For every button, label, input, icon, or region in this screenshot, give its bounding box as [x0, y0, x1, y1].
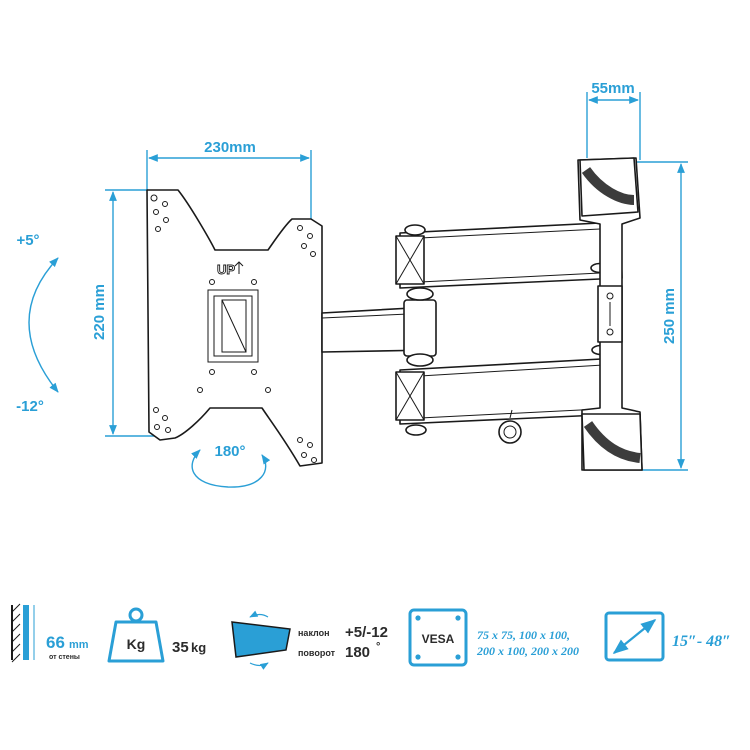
wall-distance-icon [11, 603, 35, 663]
spec-vesa: VESA 75 x 75, 100 x 100, 200 x 100, 200 … [408, 608, 579, 667]
tilt-up-label: +5° [16, 232, 39, 249]
vesa-line-2: 200 x 100, 200 x 200 [476, 644, 579, 658]
swivel-value: 180 [345, 644, 370, 661]
wall-depth-label: 55mm [591, 80, 634, 97]
rotation-indicator: 180° [190, 443, 271, 488]
spec-weight: Kg 35 kg [107, 607, 206, 663]
weight-unit: kg [191, 640, 206, 655]
swing-arm [321, 221, 623, 444]
tilt-value: +5/-12 [345, 624, 388, 641]
swivel-caption: поворот [298, 648, 336, 658]
plate-up-label: UP [217, 262, 235, 277]
wall-bracket [577, 157, 643, 471]
tilt-indicator: +5° -12° [16, 232, 59, 415]
spec-wall-distance: 66 mm от стены [11, 603, 89, 663]
wall-height-label: 250 mm [661, 288, 678, 344]
wall-distance-unit: mm [69, 639, 89, 651]
vesa-icon: VESA [408, 608, 468, 667]
tv-plate: UP [146, 189, 323, 467]
diagonal-icon [604, 611, 665, 662]
screen-size-value: 15″- 48″ [672, 633, 731, 650]
wall-height-dimension: 250 mm [636, 161, 688, 471]
weight-value: 35 [172, 639, 189, 656]
plate-width-label: 230mm [204, 139, 256, 156]
screen-tilt-icon [231, 610, 291, 670]
plate-width-dimension: 230mm [146, 139, 312, 225]
wall-depth-dimension: 55mm [586, 80, 641, 160]
tilt-caption: наклон [298, 628, 330, 638]
weight-icon: Kg [107, 607, 165, 663]
spec-screen-size: 15″- 48″ [604, 611, 731, 662]
plate-height-label: 220 mm [91, 284, 108, 340]
vesa-line-1: 75 x 75, 100 x 100, [477, 628, 570, 642]
swivel-unit: ° [376, 641, 380, 653]
wall-distance-value: 66 [46, 633, 65, 652]
tilt-down-label: -12° [16, 398, 44, 415]
rotation-label: 180° [214, 443, 245, 460]
weight-badge: Kg [127, 636, 146, 652]
spec-tilt-swivel: наклон поворот +5/-12 180 ° [231, 610, 388, 670]
plate-height-dimension: 220 mm [91, 189, 160, 437]
wall-distance-caption: от стены [49, 654, 80, 661]
vesa-badge: VESA [422, 632, 455, 646]
